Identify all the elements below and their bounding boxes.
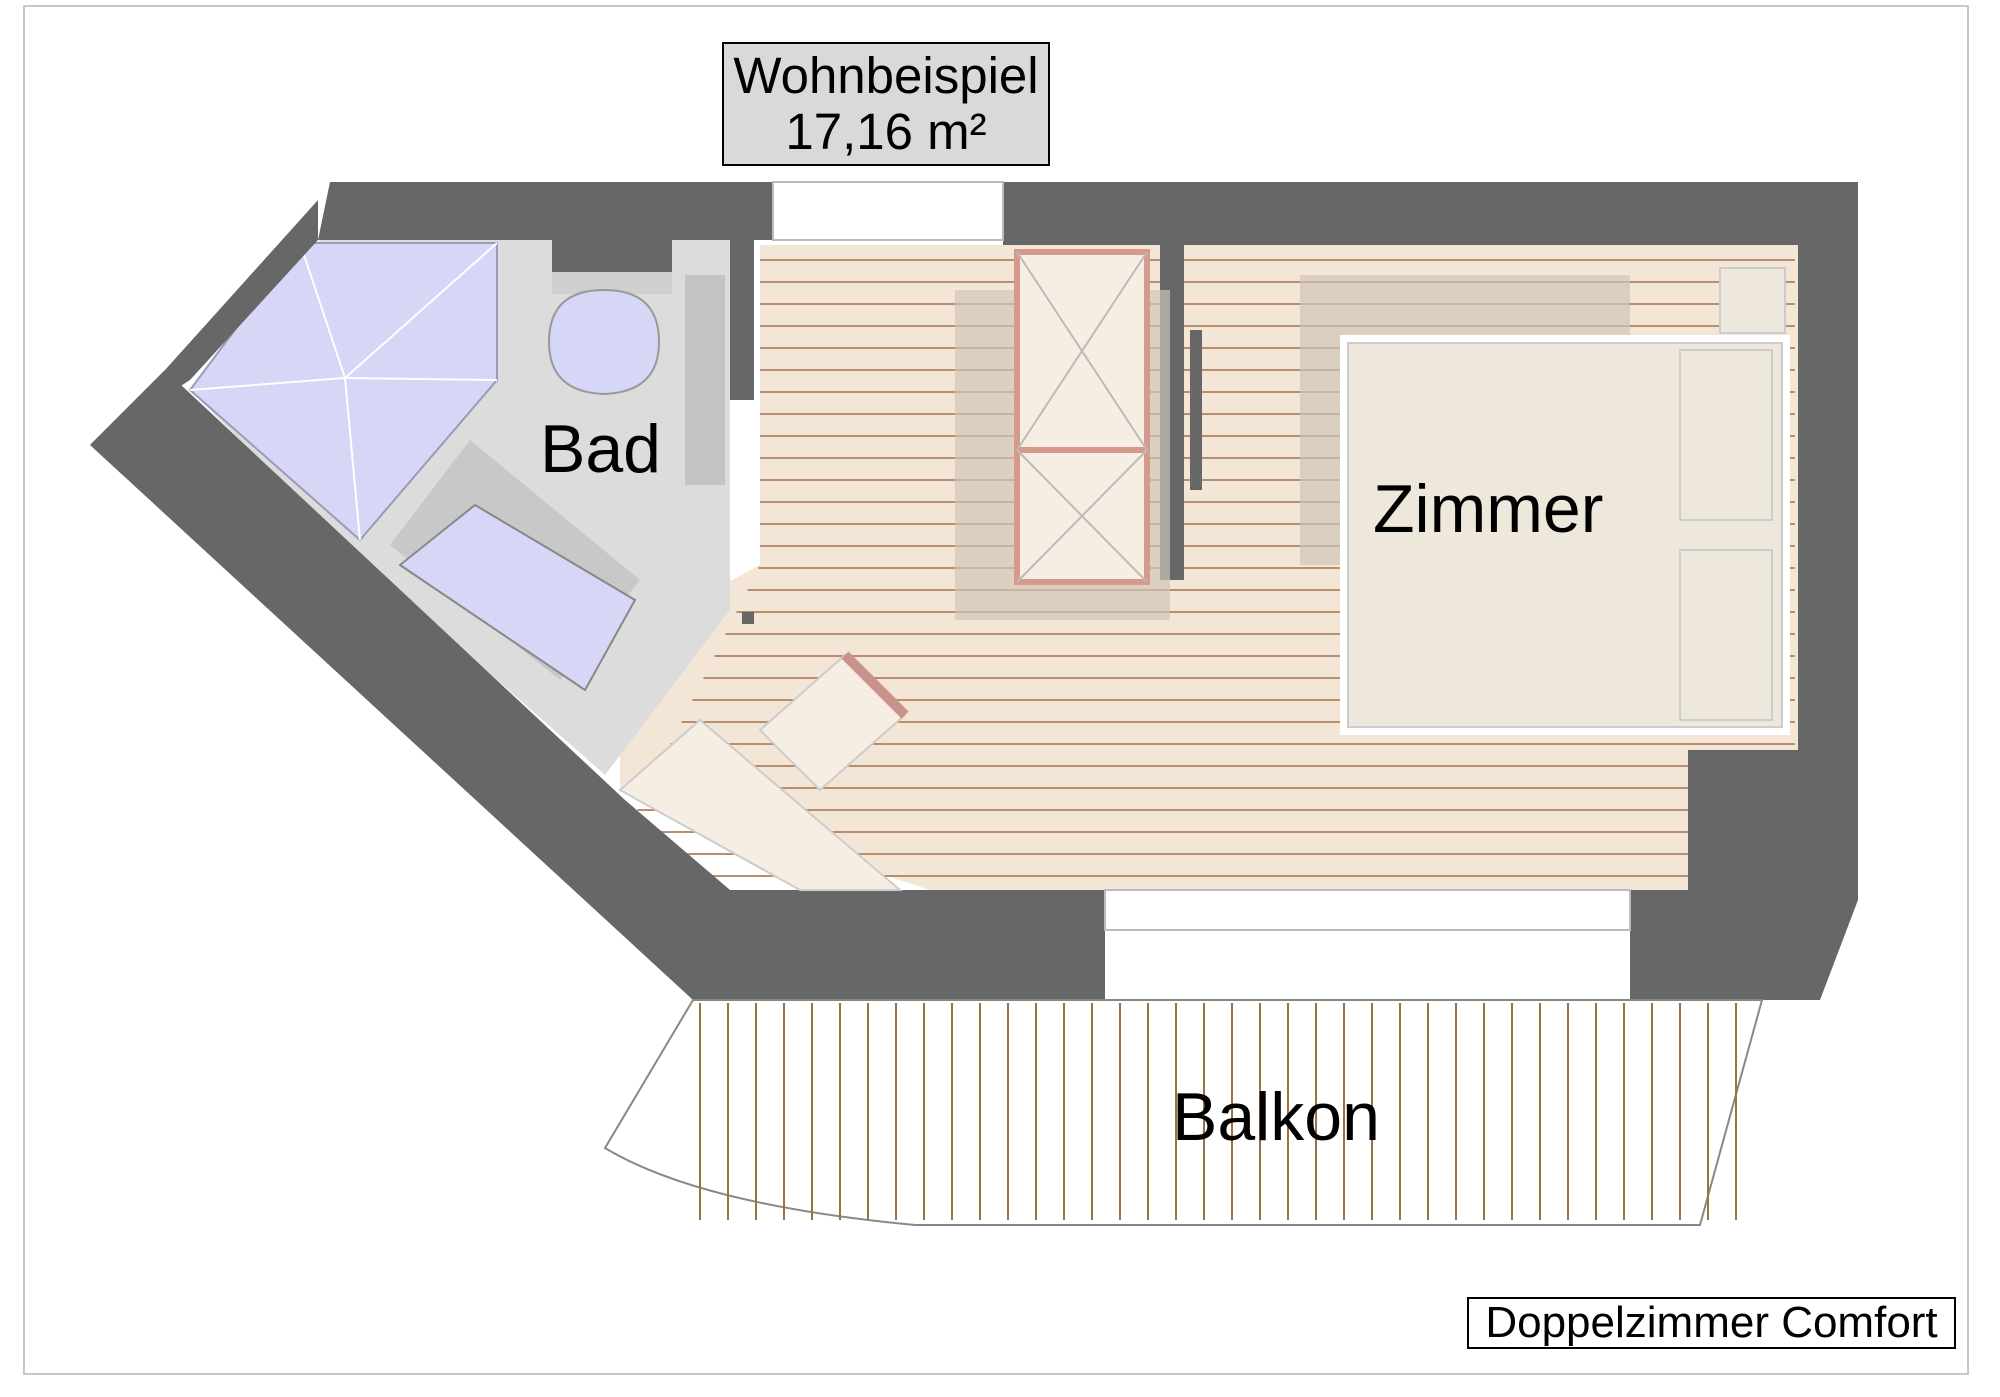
toilet-bowl: [547, 288, 661, 396]
wall-top-right: [1003, 182, 1858, 780]
desk: [618, 718, 903, 891]
wall-bath-partition: [730, 240, 754, 400]
room-label-balkon: Balkon: [1172, 1079, 1380, 1155]
wall-inner-top: [552, 240, 672, 272]
shower-drain-line: [344, 377, 361, 541]
shower-drain-line: [299, 242, 346, 379]
caption-box: Doppelzimmer Comfort: [1467, 1297, 1956, 1349]
wall-bath-partition: [742, 612, 754, 624]
pillow: [1679, 549, 1773, 721]
balcony-deck: [603, 999, 1764, 1226]
wardrobe-cross: [1016, 449, 1148, 583]
title-line1: Wohnbeispiel: [733, 47, 1039, 104]
washbasin-counter: [685, 275, 725, 485]
balcony-planks: [699, 1003, 1737, 1220]
entry-door-opening: [772, 181, 1004, 241]
shower-drain-line: [344, 242, 498, 379]
title-box: Wohnbeispiel 17,16 m²: [722, 42, 1050, 166]
right-pillar: [1712, 775, 1858, 893]
nightstand: [1719, 267, 1786, 334]
shower-tray: [188, 242, 498, 542]
wall-top-left: [318, 182, 773, 240]
bathtub: [398, 503, 637, 692]
shower-drain-line: [344, 377, 498, 381]
wardrobe: [1014, 249, 1150, 585]
wall-left-long: [90, 370, 1105, 1000]
wardrobe-cross: [1016, 251, 1148, 451]
room-label-zimmer: Zimmer: [1373, 471, 1604, 547]
page-frame: [23, 5, 1969, 1375]
armchair-back: [841, 651, 909, 719]
title-area: 17,16 m²: [785, 103, 987, 160]
caption-text: Doppelzimmer Comfort: [1485, 1298, 1938, 1347]
shower-drain-line: [189, 377, 346, 391]
balcony-door-opening: [1104, 889, 1631, 931]
tv-panel: [1190, 330, 1202, 490]
pillow: [1679, 349, 1773, 521]
room-label-bad: Bad: [540, 411, 661, 487]
